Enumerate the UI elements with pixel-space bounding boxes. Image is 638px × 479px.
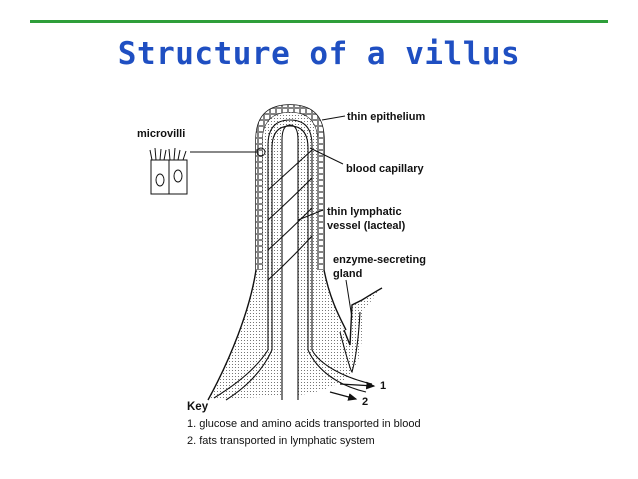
label-arrow-1: 1 (380, 380, 386, 392)
lacteal-vessel (281, 124, 299, 400)
slide-title: Structure of a villus (117, 36, 521, 72)
arrow-lymph-flow (329, 391, 358, 401)
label-thin-epithelium: thin epithelium (347, 111, 425, 123)
microvilli-inset (149, 147, 188, 195)
leader-lines (297, 115, 353, 319)
microvilli-callout-circle (256, 147, 266, 157)
label-gland-line1: enzyme-secreting (333, 254, 426, 266)
key-title: Key (187, 401, 209, 413)
key-item-2: 2. fats transported in lymphatic system (187, 435, 375, 447)
label-lacteal-line1: thin lymphatic (327, 206, 402, 218)
label-lacteal-line2: vessel (lacteal) (327, 220, 406, 232)
label-blood-capillary: blood capillary (346, 163, 425, 175)
label-arrow-2: 2 (362, 396, 368, 408)
label-gland-line2: gland (333, 268, 362, 280)
blood-capillaries (213, 119, 373, 401)
arrow-blood-flow (339, 381, 376, 390)
label-microvilli: microvilli (137, 128, 185, 140)
top-rule (30, 20, 608, 23)
key-item-1: 1. glucose and amino acids transported i… (187, 418, 421, 430)
